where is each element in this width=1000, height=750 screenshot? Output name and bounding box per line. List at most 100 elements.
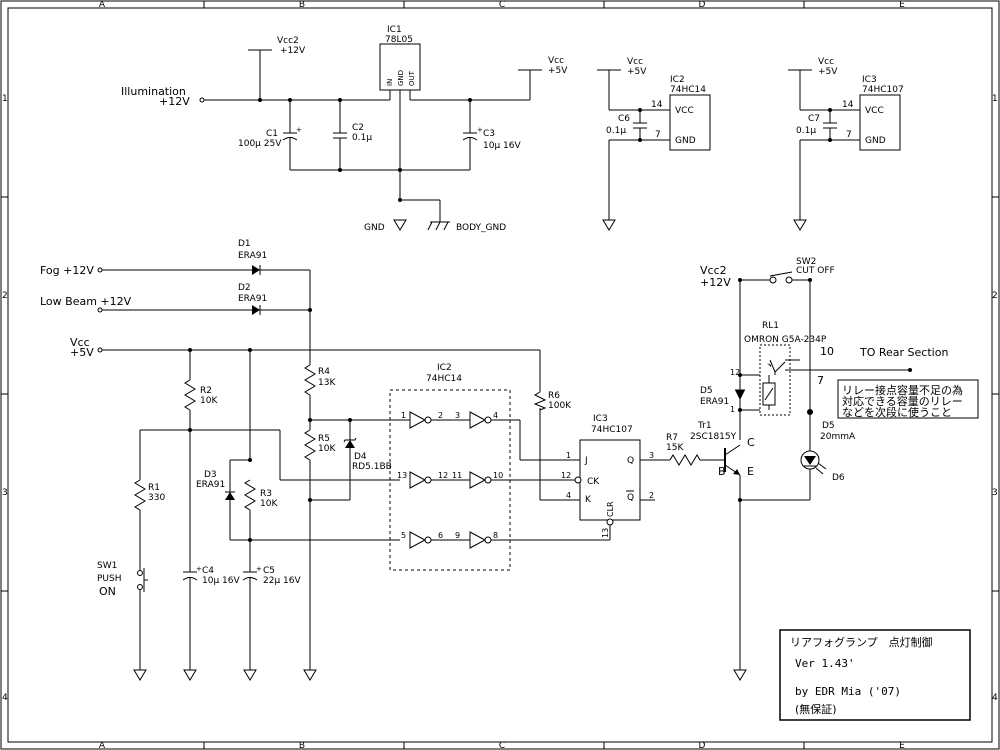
- col-label-a: A: [99, 0, 106, 10]
- c5-ref: C5: [263, 566, 275, 576]
- sw2-label: CUT OFF: [796, 266, 835, 276]
- vcc2-label-top: Vcc2: [277, 36, 299, 46]
- ic2-package: [669, 94, 711, 151]
- c6-value: 0.1μ: [606, 126, 626, 136]
- c1-value: 100μ 25V: [238, 139, 282, 149]
- c1-ref: C1: [266, 129, 278, 139]
- ff-pin-k: 4: [566, 491, 571, 500]
- ic3-pin7: 7: [846, 130, 852, 140]
- row-label-2: 2: [2, 291, 8, 301]
- vcc2-voltage-top: +12V: [280, 46, 306, 56]
- c2-value: 0.1μ: [352, 133, 372, 143]
- relay-pin10: 10: [820, 345, 834, 358]
- col-label-d-bottom: D: [699, 741, 706, 750]
- ff-q-label: Q: [627, 456, 634, 466]
- illumination-label: Illumination: [121, 85, 186, 98]
- vcc-label-top: Vcc: [548, 56, 564, 66]
- ff-qb-label: Q: [627, 493, 634, 503]
- r7-ref: R7: [666, 433, 678, 443]
- vcc2-voltage-relay: +12V: [700, 276, 731, 289]
- relay-pin7: 7: [817, 374, 824, 387]
- r6-value: 100K: [548, 401, 572, 411]
- author-text: by EDR Mia ('07): [795, 685, 901, 698]
- ff-ck-label: CK: [587, 477, 600, 487]
- inv-pin12: 12: [438, 471, 448, 480]
- rear-section-label: TO Rear Section: [859, 346, 948, 359]
- r2-value: 10K: [200, 396, 218, 406]
- ff-pin-j: 1: [566, 451, 571, 460]
- ff-part: 74HC107: [591, 425, 633, 435]
- ff-pin-qb: 2: [649, 491, 654, 500]
- col-label-d: D: [699, 0, 706, 10]
- ic3-ref-top: IC3: [862, 75, 877, 85]
- ic2-ref-top: IC2: [670, 75, 685, 85]
- inv-pin1: 1: [401, 411, 406, 420]
- r1-ref: R1: [148, 483, 160, 493]
- ic2-vcc-pin-label: VCC: [675, 106, 694, 116]
- inv-pin4: 4: [493, 411, 498, 420]
- lowbeam-input-label: Low Beam +12V: [40, 295, 132, 308]
- inv-pin5: 5: [401, 531, 406, 540]
- row-label-3: 3: [2, 488, 8, 498]
- ff-clr-label: CLR: [606, 501, 615, 517]
- ic1-part: 78L05: [385, 35, 413, 45]
- row-label-4-right: 4: [992, 693, 998, 703]
- r5-ref: R5: [318, 434, 330, 444]
- inv-pin10: 10: [493, 471, 503, 480]
- ff-pin-q: 3: [649, 451, 654, 460]
- col-label-b: B: [299, 0, 305, 10]
- row-label-4: 4: [2, 693, 8, 703]
- ic2-part-top: 74HC14: [670, 85, 706, 95]
- d1-ref: D1: [238, 239, 251, 249]
- c5-value: 22μ 16V: [263, 576, 301, 586]
- inv-pin2: 2: [438, 411, 443, 420]
- ic3-vcc-pin-label: VCC: [865, 106, 884, 116]
- row-label-2-right: 2: [992, 291, 998, 301]
- inv-pin9: 9: [455, 531, 460, 540]
- ic1-body: [379, 43, 421, 91]
- ic2-pin14: 14: [651, 100, 663, 110]
- d4-ref: D4: [354, 452, 367, 462]
- ff-pin-clr: 13: [601, 528, 610, 538]
- ic1-pin-out: OUT: [408, 70, 416, 86]
- d1-value: ERA91: [238, 251, 267, 261]
- relay-ref: RL1: [762, 321, 779, 331]
- d3-value: ERA91: [196, 480, 225, 490]
- sw1-label-a: PUSH: [97, 574, 122, 584]
- c4-ref: C4: [202, 566, 214, 576]
- vcc-input-voltage: +5V: [70, 346, 94, 359]
- col-label-e-bottom: E: [899, 741, 905, 750]
- d5a-value: ERA91: [700, 397, 729, 407]
- r2-ref: R2: [200, 386, 212, 396]
- inverters-part: 74HC14: [426, 374, 462, 384]
- r3-ref: R3: [260, 489, 272, 499]
- version-text: Ver 1.43': [795, 657, 855, 670]
- r7-value: 15K: [666, 443, 684, 453]
- c2-ref: C2: [352, 123, 364, 133]
- vcc2-label-relay: Vcc2: [700, 264, 727, 277]
- row-label-1-right: 1: [992, 94, 998, 104]
- ic3-vcc-label: Vcc: [818, 57, 834, 67]
- note-line2: 対応できる容量のリレー: [842, 394, 963, 408]
- col-label-a-bottom: A: [99, 741, 106, 750]
- col-label-c-bottom: C: [499, 741, 505, 750]
- tr1-c-label: C: [747, 436, 755, 449]
- r1-value: 330: [148, 493, 165, 503]
- ic3-power-block: Vcc +5V C7 0.1μ IC3 74HC107 VCC GND 14 7: [788, 57, 904, 231]
- note-box: [837, 379, 979, 419]
- note-line1: リレー接点容量不足の為: [842, 383, 963, 397]
- vcc-voltage-top: +5V: [548, 66, 568, 76]
- ff-pin-ck: 12: [561, 471, 571, 480]
- c7-value: 0.1μ: [796, 126, 816, 136]
- ic3-pin14: 14: [842, 100, 854, 110]
- ff-ref: IC3: [593, 414, 608, 424]
- row-label-3-right: 3: [992, 488, 998, 498]
- d2-ref: D2: [238, 283, 251, 293]
- relay-pin12: 12: [730, 368, 740, 377]
- d6-ref: D6: [832, 473, 845, 483]
- r6-ref: R6: [548, 391, 560, 401]
- ic2-vcc-voltage: +5V: [627, 67, 647, 77]
- col-label-e: E: [899, 0, 905, 10]
- inv-pin11: 11: [452, 471, 462, 480]
